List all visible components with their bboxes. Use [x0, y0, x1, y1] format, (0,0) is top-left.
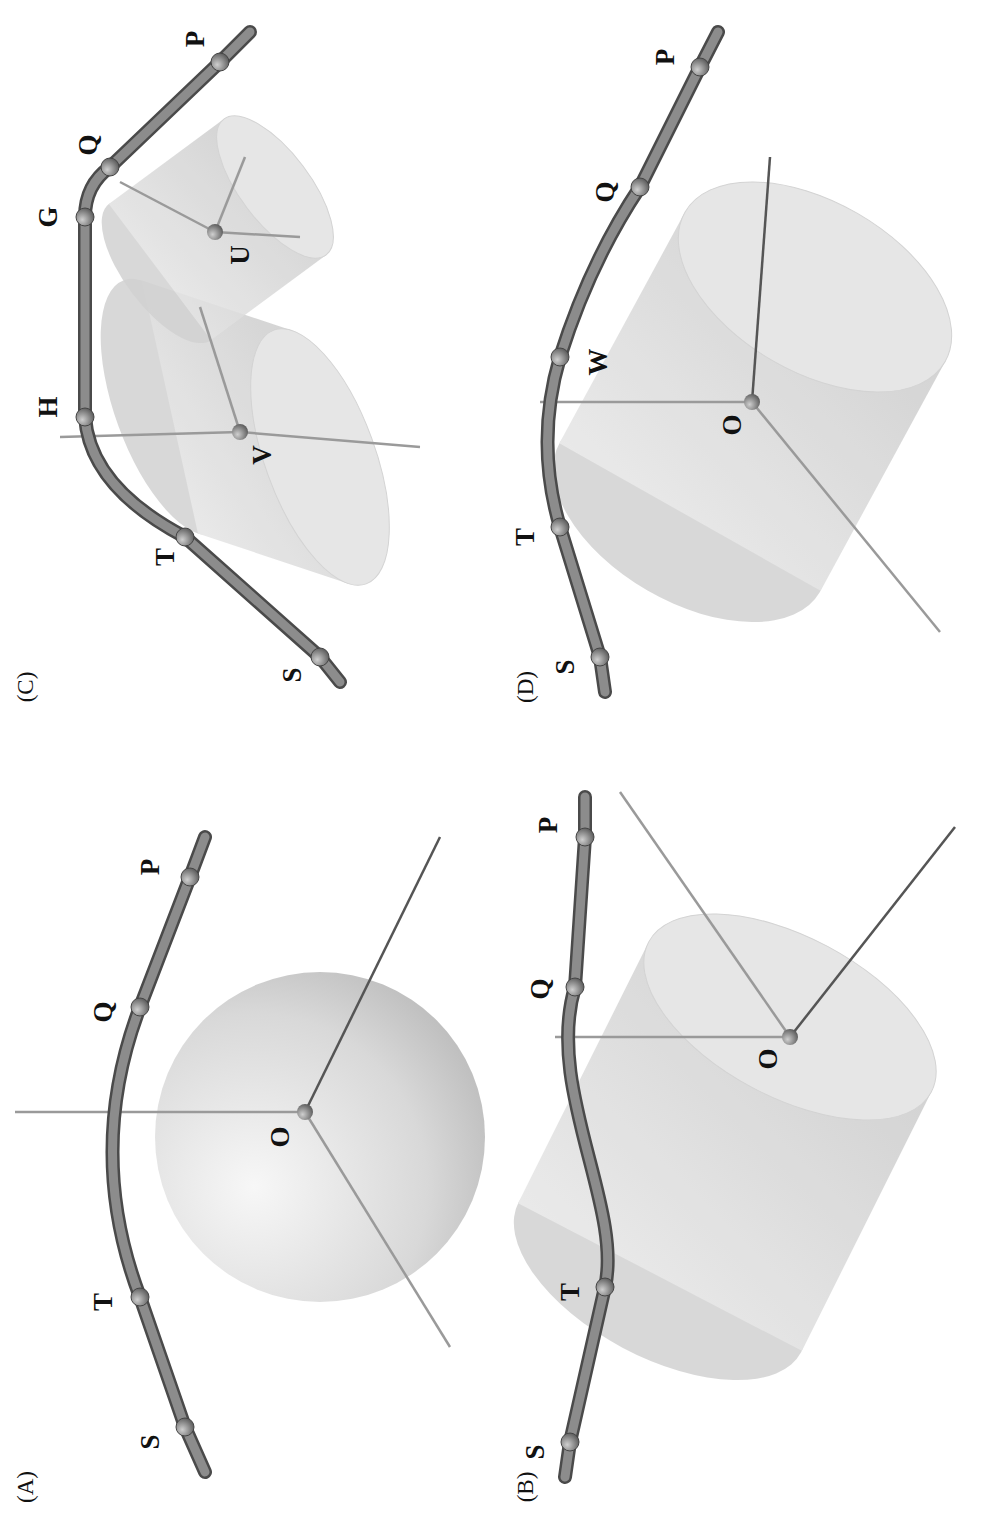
coordinate-axis	[120, 182, 215, 232]
origin-point	[782, 1029, 798, 1045]
cylinder-face	[611, 871, 969, 1163]
coordinate-axis	[240, 432, 420, 447]
point-label: Q	[592, 181, 619, 202]
tube-body	[548, 32, 719, 692]
tube-joint	[176, 1418, 194, 1436]
point-label: T	[152, 548, 179, 566]
point-label: W	[585, 349, 612, 376]
tube-joint	[181, 868, 199, 886]
tube-joint	[131, 998, 149, 1016]
rotated-figure	[15, 32, 984, 1477]
point-label: Q	[90, 1001, 117, 1022]
point-label: U	[227, 245, 254, 265]
tube-joint	[176, 528, 194, 546]
tube-joint	[561, 1433, 579, 1451]
coordinate-axis	[305, 837, 440, 1112]
panel-label: (B)	[514, 1472, 537, 1503]
tube-joint	[631, 178, 649, 196]
point-label: P	[137, 859, 164, 876]
panel-label: (A)	[14, 1471, 37, 1503]
point-label: P	[652, 49, 679, 66]
point-label: G	[35, 206, 62, 227]
tube-joint	[576, 828, 594, 846]
point-label: S	[552, 659, 579, 674]
point-label: P	[182, 31, 209, 48]
coordinate-axis	[555, 1036, 790, 1039]
origin-point	[297, 1104, 313, 1120]
point-label: O	[719, 414, 746, 435]
point-label: T	[90, 1293, 117, 1311]
tube-joint	[76, 208, 94, 226]
cylinder-face	[196, 98, 354, 276]
tube-body	[85, 32, 340, 682]
tube-joint	[551, 518, 569, 536]
point-label: S	[522, 1444, 549, 1459]
coordinate-axis	[305, 1112, 450, 1347]
coordinate-axis	[215, 157, 245, 232]
coordinate-axis	[540, 401, 752, 404]
tube-body	[113, 837, 206, 1472]
point-label: O	[755, 1048, 782, 1069]
cylinder	[481, 871, 969, 1423]
point-label: Q	[527, 978, 554, 999]
tube-joint	[131, 1288, 149, 1306]
tube-joint	[591, 648, 609, 666]
tube-joint	[311, 648, 329, 666]
tube-joint	[566, 978, 584, 996]
tube-body	[565, 797, 608, 1477]
point-label: Q	[75, 134, 102, 155]
coordinate-axis	[215, 232, 300, 237]
panel-label: (C)	[14, 672, 37, 703]
point-label: P	[535, 817, 562, 834]
point-label: V	[249, 445, 276, 465]
tube-joint	[76, 408, 94, 426]
point-label: O	[267, 1126, 294, 1147]
tube-joint	[551, 348, 569, 366]
point-label: S	[137, 1434, 164, 1449]
tube-joint	[596, 1278, 614, 1296]
tube-outline	[548, 32, 719, 692]
cylinder-face	[222, 311, 418, 602]
origin-point	[207, 224, 223, 240]
cylinder-face	[643, 138, 984, 435]
tube-outline	[85, 32, 340, 682]
coordinate-axis	[752, 402, 940, 632]
point-label: T	[557, 1283, 584, 1301]
origin-point	[744, 394, 760, 410]
point-label: T	[512, 528, 539, 546]
cylinder	[518, 138, 984, 665]
point-label: S	[279, 667, 306, 682]
tube-joint	[691, 58, 709, 76]
tube-outline	[113, 837, 206, 1472]
point-label: H	[35, 396, 62, 417]
origin-point	[232, 424, 248, 440]
coordinate-axis	[200, 307, 240, 432]
coordinate-axis	[752, 157, 770, 402]
coordinate-axis	[790, 827, 955, 1037]
cylinder	[81, 98, 354, 361]
tube-joint	[211, 53, 229, 71]
coordinate-axis	[620, 792, 790, 1037]
tube-outline	[565, 797, 608, 1477]
panel-label: (D)	[514, 671, 537, 703]
coordinate-axis	[15, 1111, 305, 1114]
tube-joint	[101, 158, 119, 176]
